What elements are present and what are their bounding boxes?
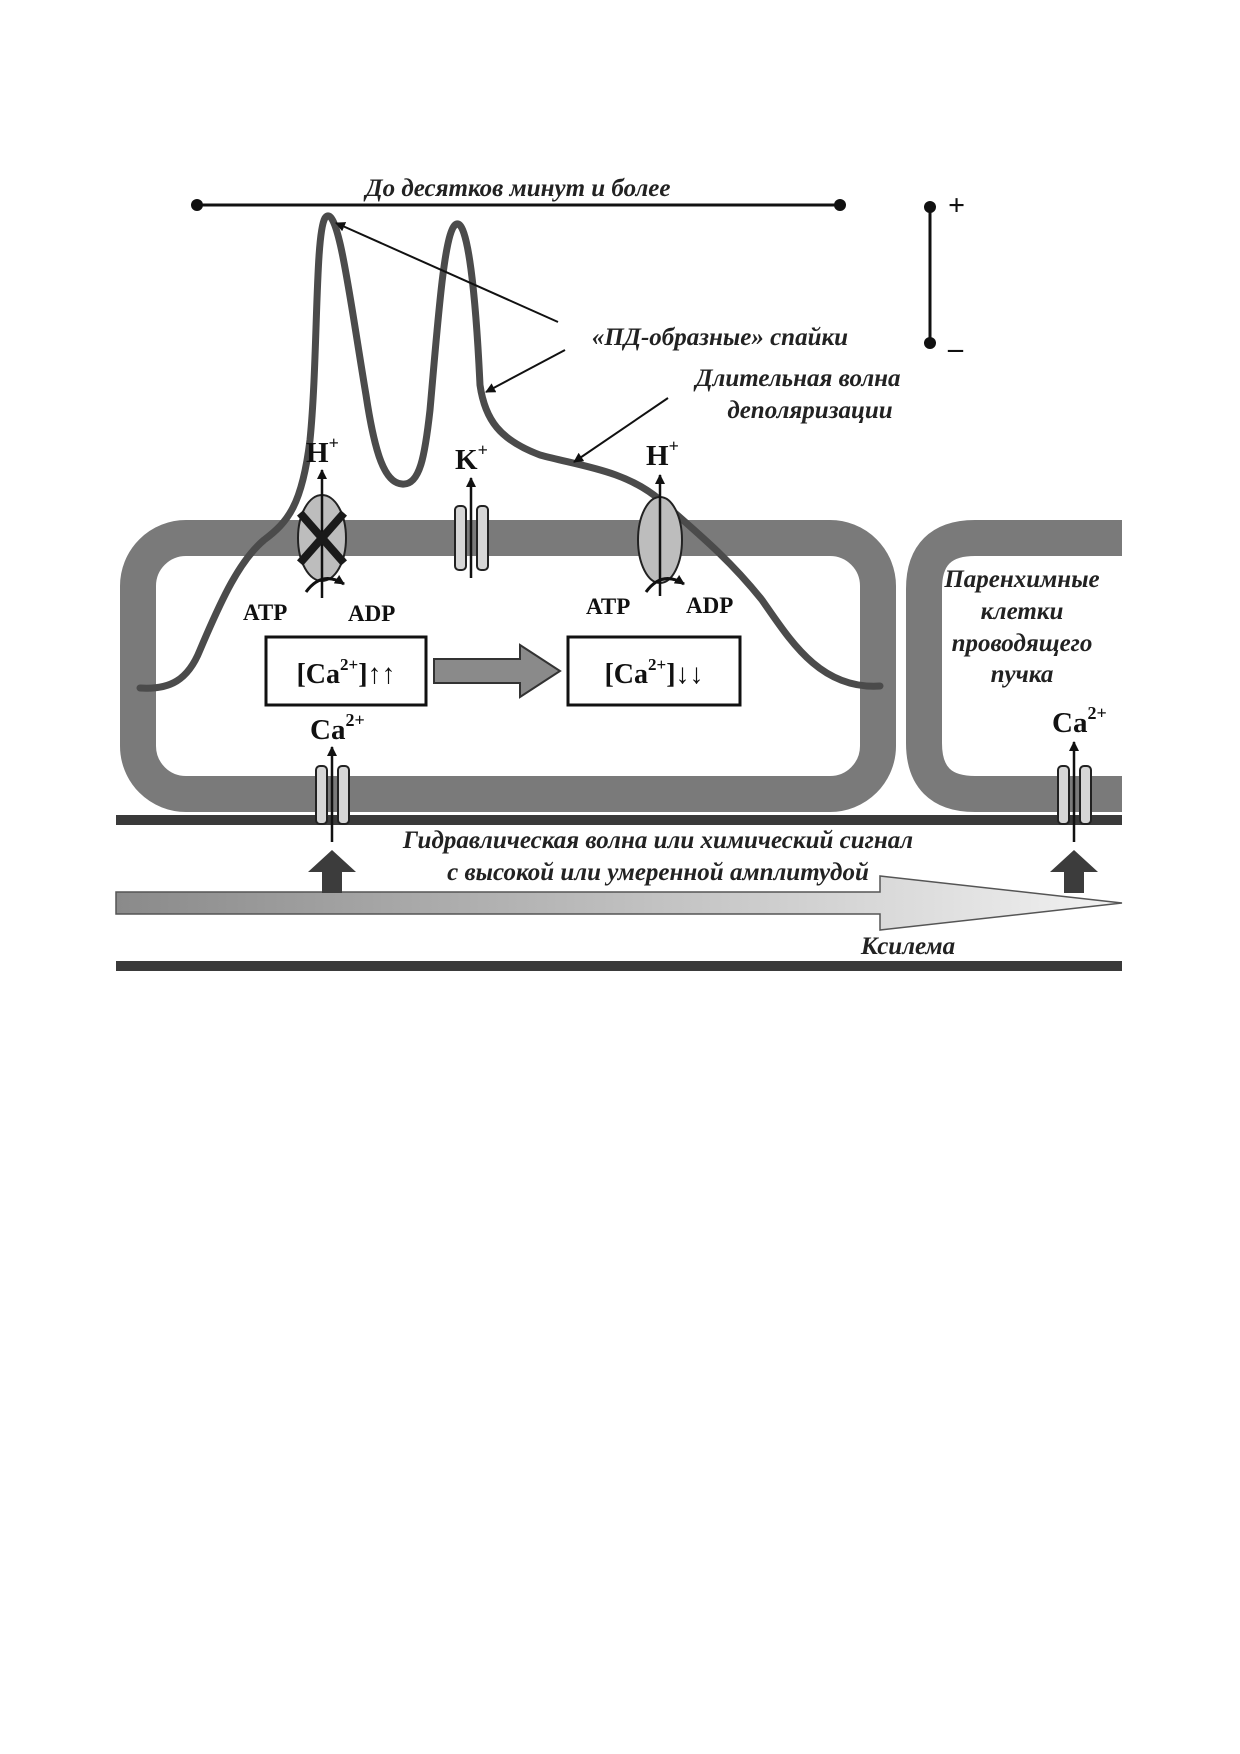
ion-k: K [455,444,478,476]
ion-h-right: H [646,440,669,472]
ca-transition-arrow [433,643,562,699]
svg-text:H+: H+ [646,436,679,472]
ca-channel-left: Ca2+ [310,710,365,842]
signal-label-line1: Гидравлическая волна или химический сигн… [402,827,913,854]
k-channel: K+ [454,440,489,578]
ion-ca-left-charge: 2+ [345,710,364,730]
ca-low-sup: 2+ [648,655,666,674]
ca-high-box: [Ca2+]↑↑ [264,635,428,707]
ion-k-charge: + [478,440,488,460]
potential-scale-bar: + – [924,189,965,365]
ca-high-suffix: ]↑↑ [358,659,395,690]
ion-h-left: H [306,437,329,469]
xylem-lower-wall [116,961,1122,971]
ca-high-sup: 2+ [340,655,358,674]
spikes-label: «ПД-образные» спайки [592,324,848,351]
h-pump-right: H+ ATP ADP [586,436,733,619]
scale-plus-label: + [948,189,965,222]
long-wave-label-line2: деполяризации [727,397,892,424]
h-pump-left-atp-label: ATP [243,600,287,625]
ca-low-box: [Ca2+]↓↓ [566,635,742,707]
svg-text:Ca2+: Ca2+ [310,710,365,746]
ion-ca-left: Ca [310,714,346,746]
input-arrow-right [1050,850,1098,893]
spikes-pointer-2 [485,349,566,393]
svg-text:[Ca2+]↑↑: [Ca2+]↑↑ [296,655,395,690]
duration-bar: До десятков минут и более [191,175,846,211]
cell-right-membrane [906,520,1122,812]
ion-h-right-charge: + [669,436,679,456]
ca-high-prefix: [Ca [296,659,340,690]
xylem-upper-wall [116,815,1122,825]
long-wave-pointer [573,397,669,463]
parenchyma-label-line1: Паренхимные [943,566,1099,593]
signal-propagation-arrow [115,875,1123,931]
xylem-label: Ксилема [860,933,955,960]
h-pump-right-atp-arrow [644,574,685,593]
svg-text:[Ca2+]↓↓: [Ca2+]↓↓ [604,655,703,690]
h-pump-left-adp-label: ADP [348,601,395,626]
ion-ca-right-charge: 2+ [1087,703,1106,723]
parenchyma-label-line4: пучка [991,661,1054,688]
h-pump-left-atp-arrow [304,574,345,593]
input-arrow-left [308,850,356,893]
svg-text:Ca2+: Ca2+ [1052,703,1107,739]
h-pump-right-adp-label: ADP [686,593,733,618]
parenchyma-label-line2: клетки [981,598,1064,625]
parenchyma-label-line3: проводящего [952,630,1093,657]
ca-low-suffix: ]↓↓ [666,659,703,690]
h-pump-left: H+ ATP ADP [243,433,395,626]
h-pump-right-atp-label: ATP [586,594,630,619]
signal-label-line2: с высокой или умеренной амплитудой [447,859,869,886]
spikes-pointer-1 [335,222,559,323]
ca-channel-right: Ca2+ [1052,703,1107,842]
ion-h-left-charge: + [329,433,339,453]
scale-minus-label: – [947,332,964,365]
duration-label: До десятков минут и более [364,175,671,202]
long-wave-label-line1: Длительная волна [693,365,900,392]
ca-low-prefix: [Ca [604,659,648,690]
svg-text:H+: H+ [306,433,339,469]
cell-left-membrane [120,520,896,812]
ion-ca-right: Ca [1052,707,1088,739]
svg-text:K+: K+ [455,440,488,476]
membrane-potential-curve [136,212,884,692]
inhibition-cross-icon [296,510,348,566]
